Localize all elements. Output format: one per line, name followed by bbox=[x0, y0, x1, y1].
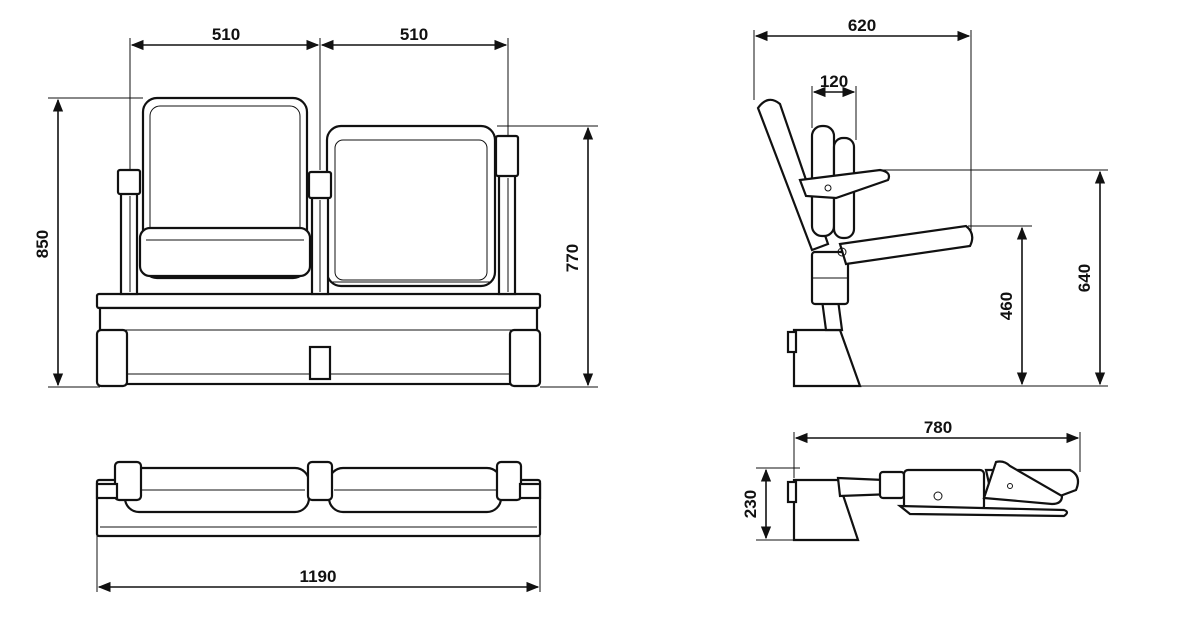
dim-front-height-back: 770 bbox=[563, 244, 582, 272]
dim-folded-height: 230 bbox=[741, 490, 760, 518]
folded-view bbox=[756, 432, 1081, 542]
dim-side-arm-height: 640 bbox=[1075, 264, 1094, 292]
dim-side-depth: 620 bbox=[848, 16, 876, 35]
dim-front-seat-right: 510 bbox=[400, 25, 428, 44]
side-view bbox=[756, 98, 974, 388]
front-dimensions bbox=[48, 38, 598, 388]
dim-top-width-total: 1190 bbox=[300, 567, 337, 586]
dim-front-seat-left: 510 bbox=[212, 25, 240, 44]
dim-front-height-total: 850 bbox=[33, 230, 52, 258]
dim-side-armrest: 120 bbox=[820, 72, 848, 91]
side-dimensions bbox=[753, 30, 1108, 387]
dim-side-seat-height: 460 bbox=[997, 292, 1016, 320]
top-view bbox=[95, 460, 542, 593]
dim-folded-depth: 780 bbox=[924, 418, 952, 437]
front-view bbox=[95, 96, 542, 388]
